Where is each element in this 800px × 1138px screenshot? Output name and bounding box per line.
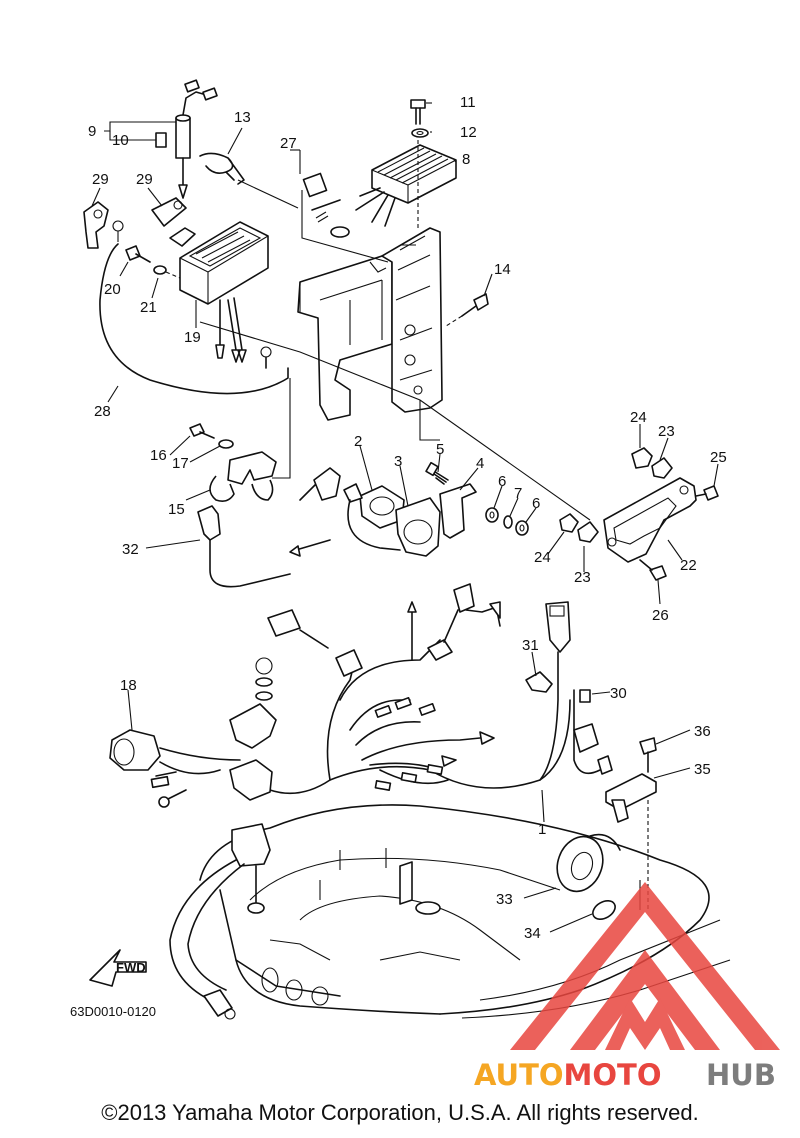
callout-23b: 23 [574,569,591,586]
bolt-and-washer [410,99,429,230]
callout-24b: 24 [534,549,551,566]
callout-20: 20 [104,281,121,298]
screw [445,293,489,327]
guide-lines [199,150,591,521]
mount-bracket-22 [559,447,719,581]
callout-8: 8 [462,151,470,168]
callout-26: 26 [652,607,669,624]
callout-15: 15 [168,501,185,518]
callout-24a: 24 [630,409,647,426]
mounting-bracket [297,227,443,421]
callout-16: 16 [150,447,167,464]
callout-7: 7 [514,485,522,502]
watermark-text-2: HUB [706,1058,776,1092]
ground-wire [99,243,289,395]
callout-18: 18 [120,677,137,694]
callout-14: 14 [494,261,511,278]
callout-36: 36 [694,723,711,740]
ignition-coil-parts [83,79,218,249]
terminal-cover [197,467,341,588]
bolt-20-washer-21 [125,245,181,279]
callout-17: 17 [172,455,189,472]
callout-2: 2 [354,433,362,450]
wiring-harness [267,583,571,795]
switch-assembly [289,483,477,557]
battery-lead [169,859,245,1020]
callout-1: 1 [538,821,546,838]
callout-3: 3 [394,453,402,470]
watermark-triangle-icon [510,882,780,1050]
callout-33: 33 [496,891,513,908]
automotohub-watermark: AUTOMOTO HUB [474,882,780,1092]
clip [199,152,245,185]
callout-19: 19 [184,329,201,346]
callout-25: 25 [710,449,727,466]
callout-34: 34 [524,925,541,942]
callout-6b: 6 [532,495,540,512]
callout-22: 22 [680,557,697,574]
callout-29a: 29 [92,171,109,188]
callout-23a: 23 [658,423,675,440]
forward-direction-arrow: FWD [89,949,147,987]
callout-11: 11 [460,94,476,111]
terminal-cover-18 [109,657,277,808]
callout-32: 32 [122,541,139,558]
fwd-label: FWD [116,960,146,975]
callout-30: 30 [610,685,627,702]
clamp-assembly [189,423,277,502]
callout-13: 13 [234,109,251,126]
callout-35: 35 [694,761,711,778]
screw-5-head [425,461,439,477]
callout-12: 12 [460,124,477,141]
callout-10: 10 [112,132,129,149]
leader-lines [91,102,719,933]
stop-switch-lead [525,601,613,781]
rectifier-regulator [302,144,457,238]
cdi-unit [169,221,272,369]
callout-28: 28 [94,403,111,420]
drawing-code: 63D0010-0120 [70,1004,156,1019]
callout-31: 31 [522,637,539,654]
callout-27: 27 [280,135,297,152]
callout-29b: 29 [136,171,153,188]
callout-5: 5 [436,441,444,458]
callout-21: 21 [140,299,157,316]
grommet [556,833,621,920]
callout-labels: 1 2 3 4 5 6 6 7 8 9 10 11 12 13 14 15 16… [70,94,727,1019]
callout-6a: 6 [498,473,506,490]
copyright-footer: ©2013 Yamaha Motor Corporation, U.S.A. A… [101,1100,699,1125]
washers [485,507,529,536]
callout-4: 4 [476,455,484,472]
callout-9: 9 [88,123,96,140]
watermark-text-1: AUTOMOTO [474,1058,662,1092]
